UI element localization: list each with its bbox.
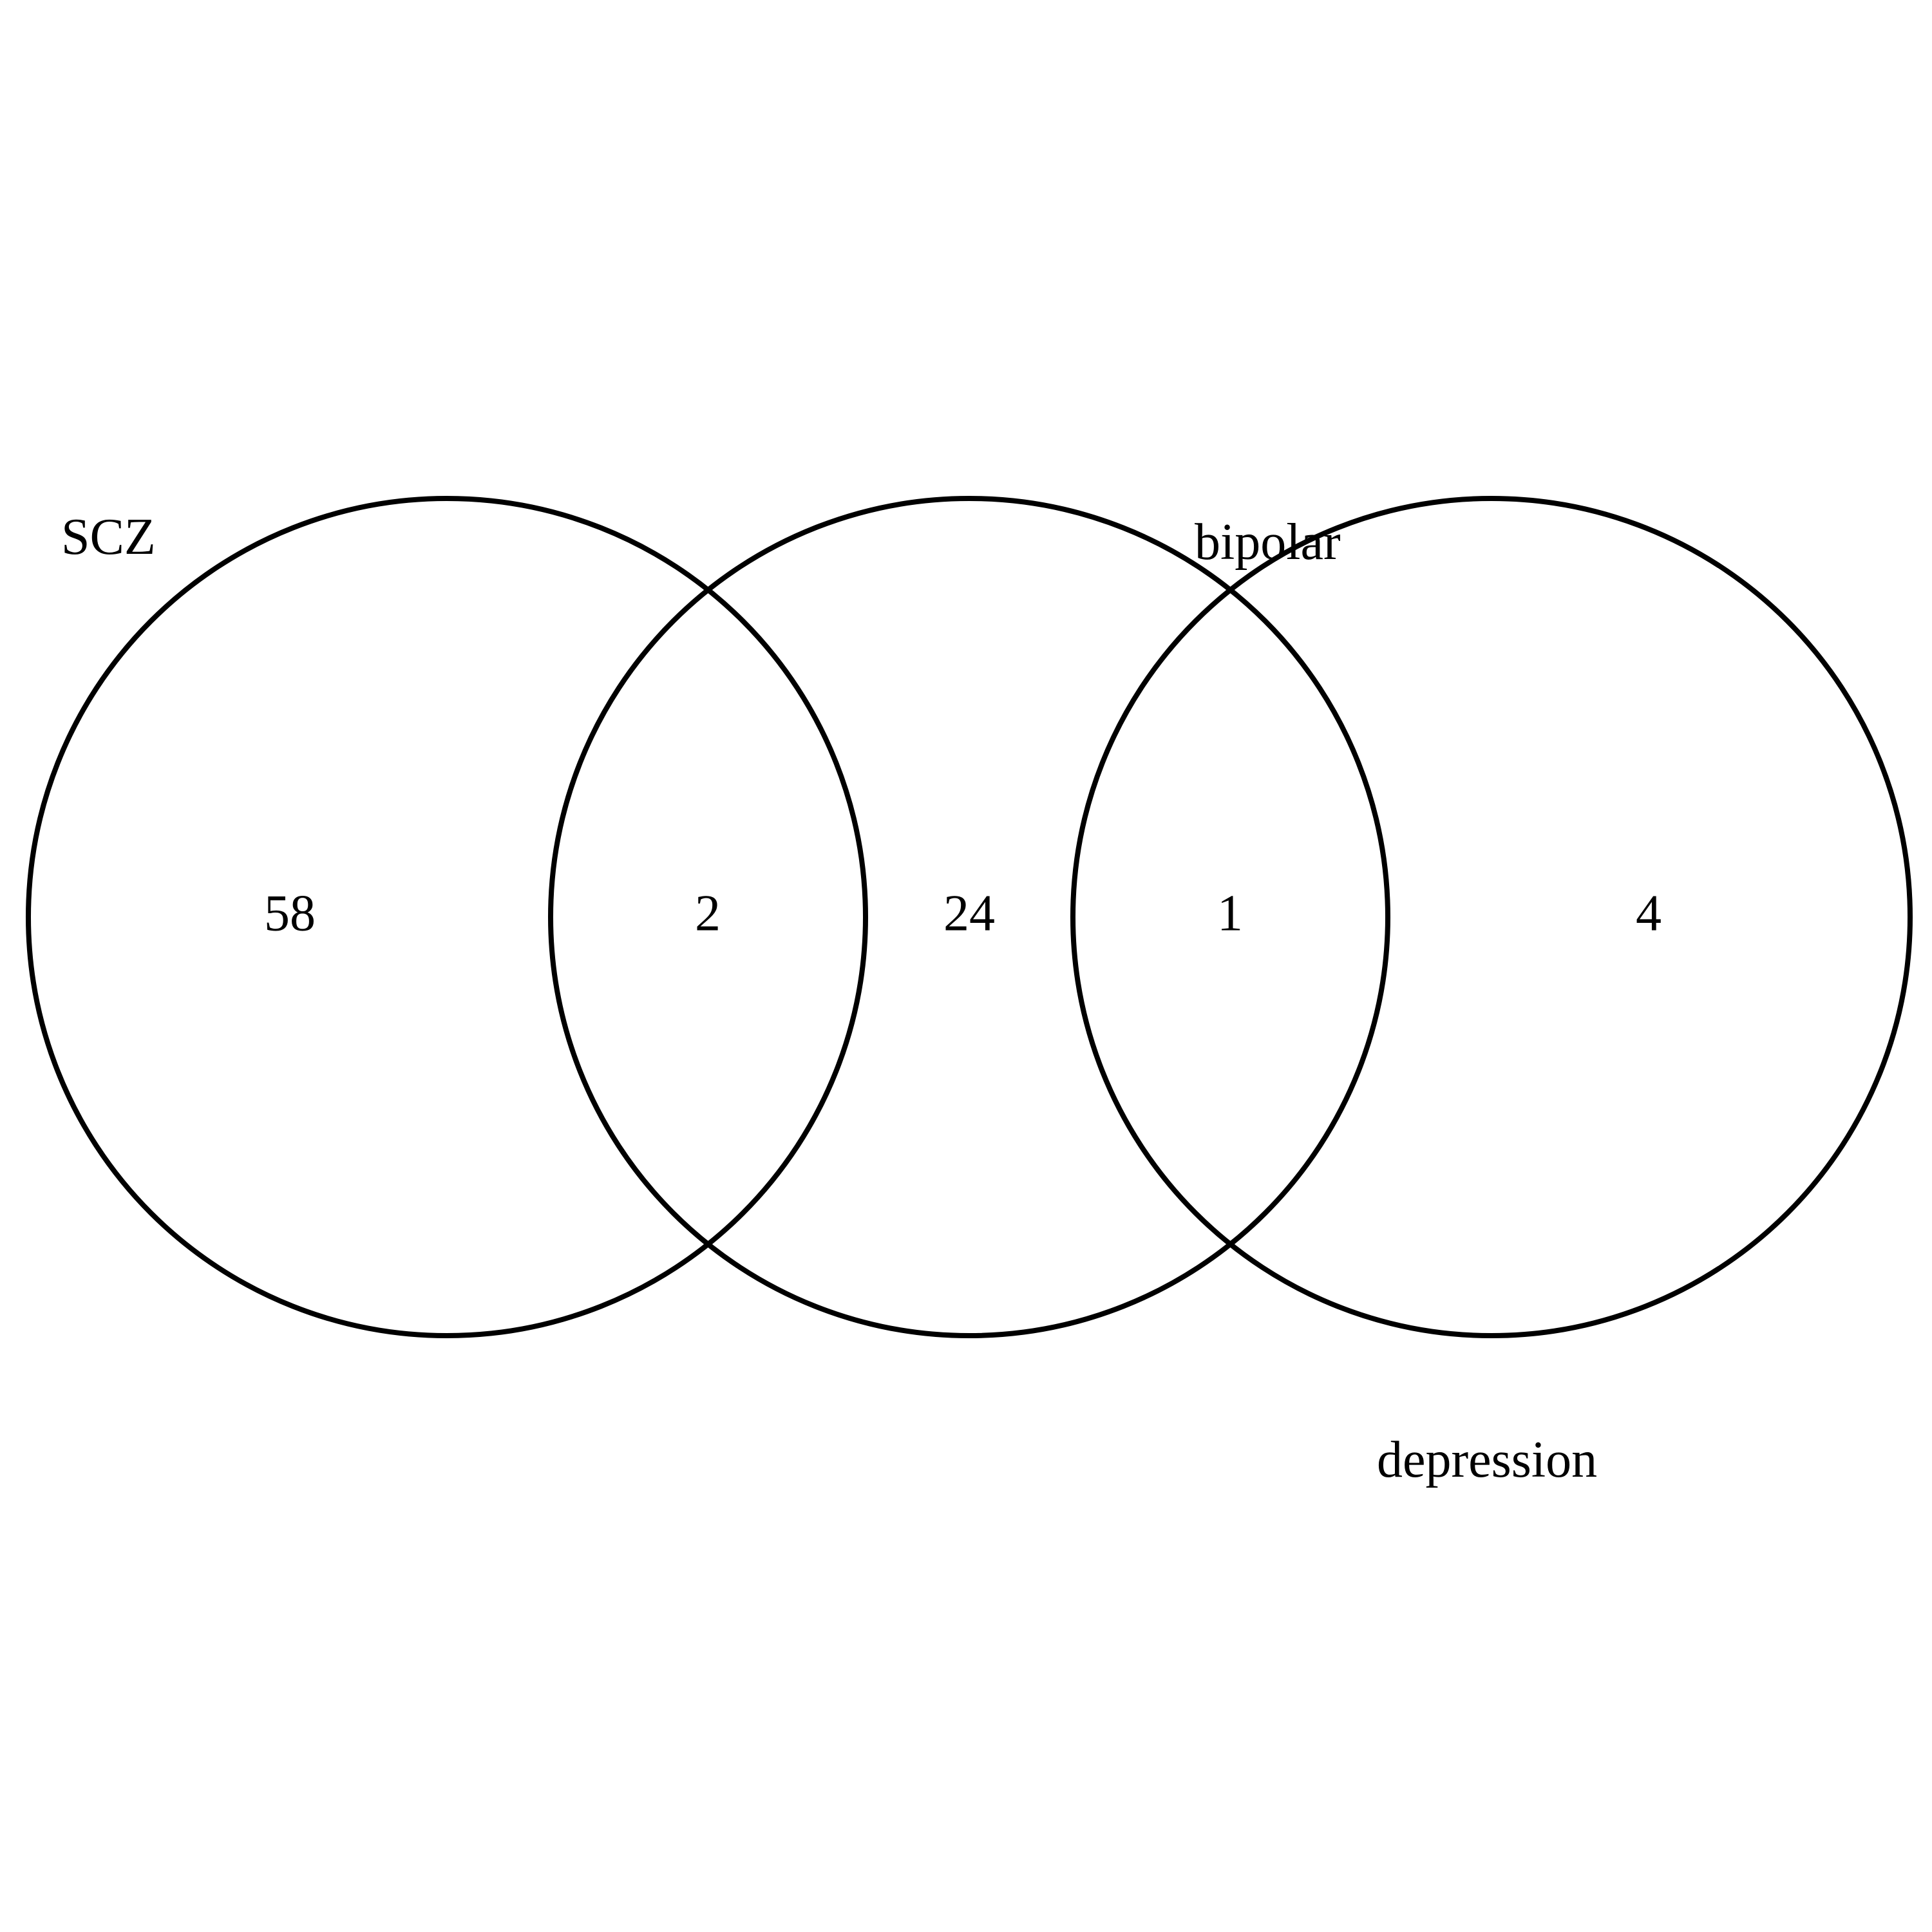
scz-only-count: 58 <box>264 885 316 942</box>
depression-label: depression <box>1377 1432 1597 1488</box>
scz-circle <box>26 496 868 1338</box>
scz-label: SCZ <box>61 509 156 565</box>
scz-bipolar-count: 2 <box>695 885 721 942</box>
depression-circle <box>1070 496 1913 1338</box>
bipolar-label: bipolar <box>1195 514 1341 571</box>
depression-only-count: 4 <box>1636 885 1662 942</box>
bipolar-depression-count: 1 <box>1217 885 1243 942</box>
bipolar-circle <box>548 496 1390 1338</box>
bipolar-only-count: 24 <box>943 885 995 942</box>
